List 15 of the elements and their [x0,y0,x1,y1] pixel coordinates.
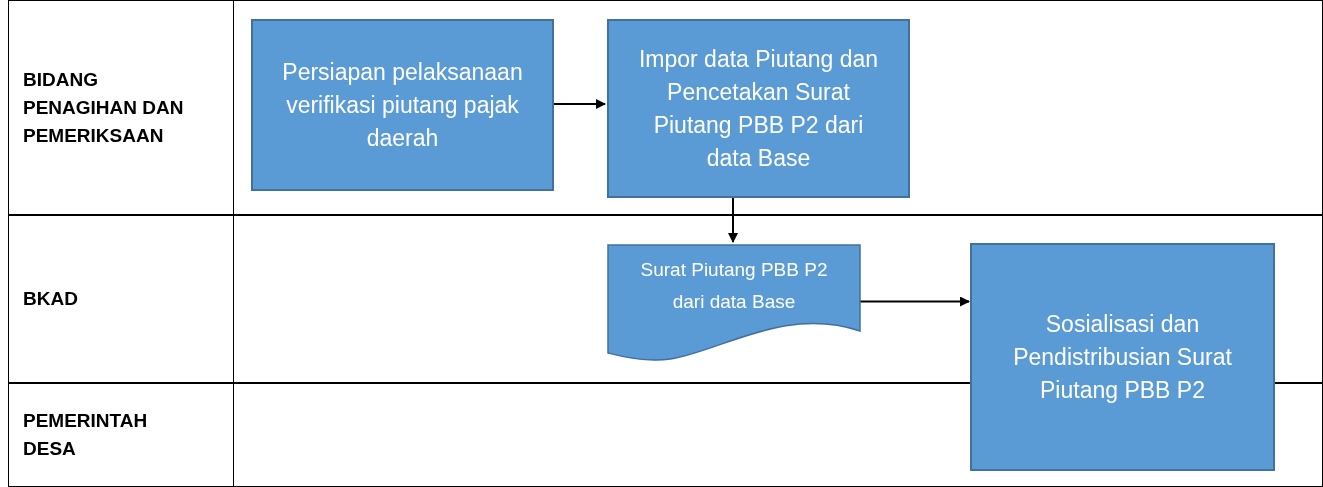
arrow [728,196,738,243]
arrow [552,99,606,109]
process-text: Persiapan pelaksanaan verifikasi piutang pajak daerah [281,57,524,153]
process-box [251,19,554,191]
process-text: Impor data Piutang dan Pencetakan Surat Piutang PBB P2 dari data Base [637,44,880,173]
lane-label: BIDANG PENAGIHAN DAN PEMERIKSAAN [23,67,185,148]
arrow [859,296,970,307]
process-box [970,243,1275,471]
process-box [607,19,910,198]
process-text: Sosialisasi dan Pendistribusian Surat Piutang PBB P2 [1012,309,1233,405]
swimlane [8,0,1323,215]
lane-label: BKAD [23,287,78,311]
document-shape [607,244,861,361]
lane-label: PEMERINTAH DESA [23,409,149,461]
document-text: Surat Piutang PBB P2 dari data Base [639,258,829,314]
